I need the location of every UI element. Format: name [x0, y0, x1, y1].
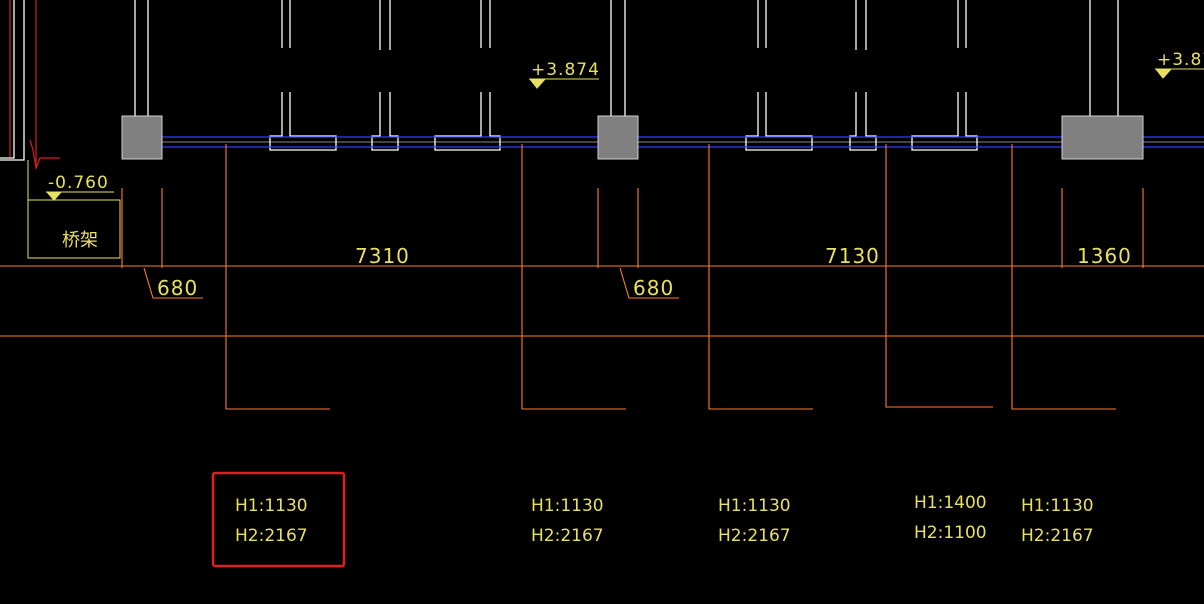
duct-lines [162, 136, 1204, 148]
annotation-h1: H1:1130 [718, 496, 791, 516]
column-1 [121, 115, 163, 160]
annotation-h1: H1:1130 [235, 496, 308, 516]
wall-lines [134, 0, 1119, 151]
elevation-left: -0.760 [48, 173, 109, 193]
column-2 [597, 115, 639, 160]
height-annotation-1: H1:1130 H2:2167 [235, 496, 308, 546]
bridge-label-box [27, 160, 121, 259]
columns [121, 115, 1144, 160]
dimension-680-left: 680 [157, 276, 198, 300]
height-annotation-4: H1:1400 H2:1100 [914, 493, 987, 543]
column-3 [1061, 115, 1144, 160]
elevation-markers [45, 68, 1204, 201]
dimension-680-middle: 680 [633, 276, 674, 300]
dimension-1360: 1360 [1077, 244, 1132, 268]
annotation-h1: H1:1130 [1021, 496, 1094, 516]
elevation-right: +3.874 [1157, 50, 1204, 70]
annotation-h2: H2:2167 [235, 526, 308, 546]
dimension-7130: 7130 [825, 244, 880, 268]
height-annotation-3: H1:1130 H2:2167 [718, 496, 791, 546]
annotation-h2: H2:2167 [718, 526, 791, 546]
left-wall-outline [0, 0, 25, 161]
height-annotation-5: H1:1130 H2:2167 [1021, 496, 1094, 546]
height-annotation-2: H1:1130 H2:2167 [531, 496, 604, 546]
annotation-h2: H2:2167 [1021, 526, 1094, 546]
annotation-h1: H1:1400 [914, 493, 987, 513]
annotation-h2: H2:1100 [914, 523, 987, 543]
red-boundary-lines [9, 0, 60, 171]
dimension-lines [0, 144, 1204, 410]
annotation-h1: H1:1130 [531, 496, 604, 516]
bridge-label: 桥架 [62, 230, 98, 251]
highlight-box [211, 471, 346, 568]
elevation-middle: +3.874 [531, 60, 600, 80]
annotation-h2: H2:2167 [531, 526, 604, 546]
dimension-7310: 7310 [355, 244, 410, 268]
